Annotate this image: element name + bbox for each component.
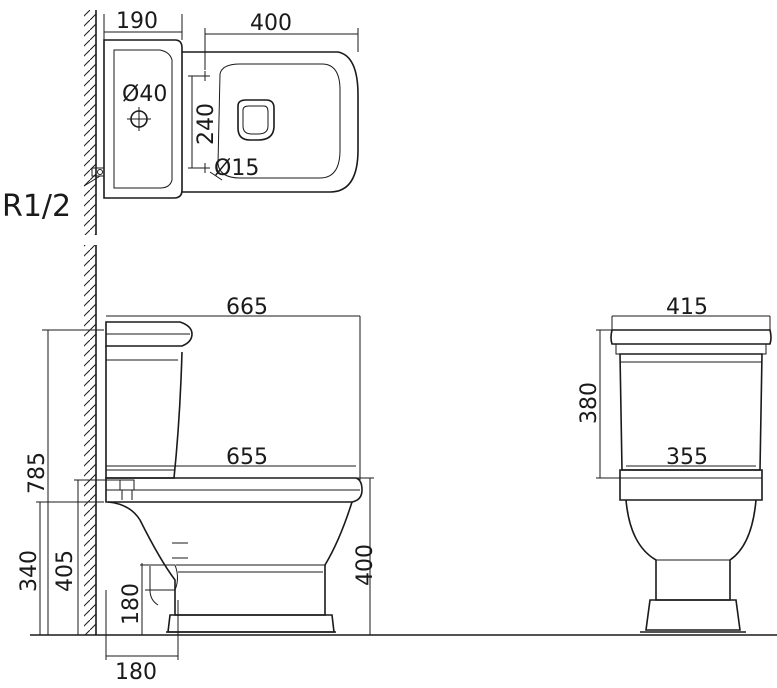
- dim-tank-width: 415: [666, 295, 708, 320]
- dim-rim-height: 400: [353, 544, 378, 586]
- dim-top-length: 400: [250, 11, 292, 36]
- dim-inlet-height: 340: [17, 550, 42, 592]
- front-view: [596, 315, 772, 633]
- dim-outlet-offset: 180: [115, 660, 157, 685]
- dim-total-length: 665: [226, 295, 268, 320]
- dim-seat-height: 405: [53, 550, 78, 592]
- wall-top-view: [84, 10, 97, 235]
- dim-total-height: 785: [25, 452, 50, 494]
- dim-fixing-spacing: 240: [194, 103, 219, 145]
- dim-tank-height: 380: [577, 382, 602, 424]
- dim-outlet-height: 180: [119, 583, 144, 625]
- dim-drain-diameter: Ø40: [122, 82, 167, 107]
- side-view: [36, 315, 374, 660]
- dim-bowl-length: 655: [226, 445, 268, 470]
- dim-inlet-thread: R1/2: [2, 189, 71, 224]
- dim-fixing-diameter: Ø15: [214, 156, 259, 181]
- dim-bowl-width: 355: [666, 445, 708, 470]
- top-view: [83, 14, 359, 199]
- wall-side-view: [84, 245, 97, 635]
- dim-top-wall-depth: 190: [116, 9, 158, 34]
